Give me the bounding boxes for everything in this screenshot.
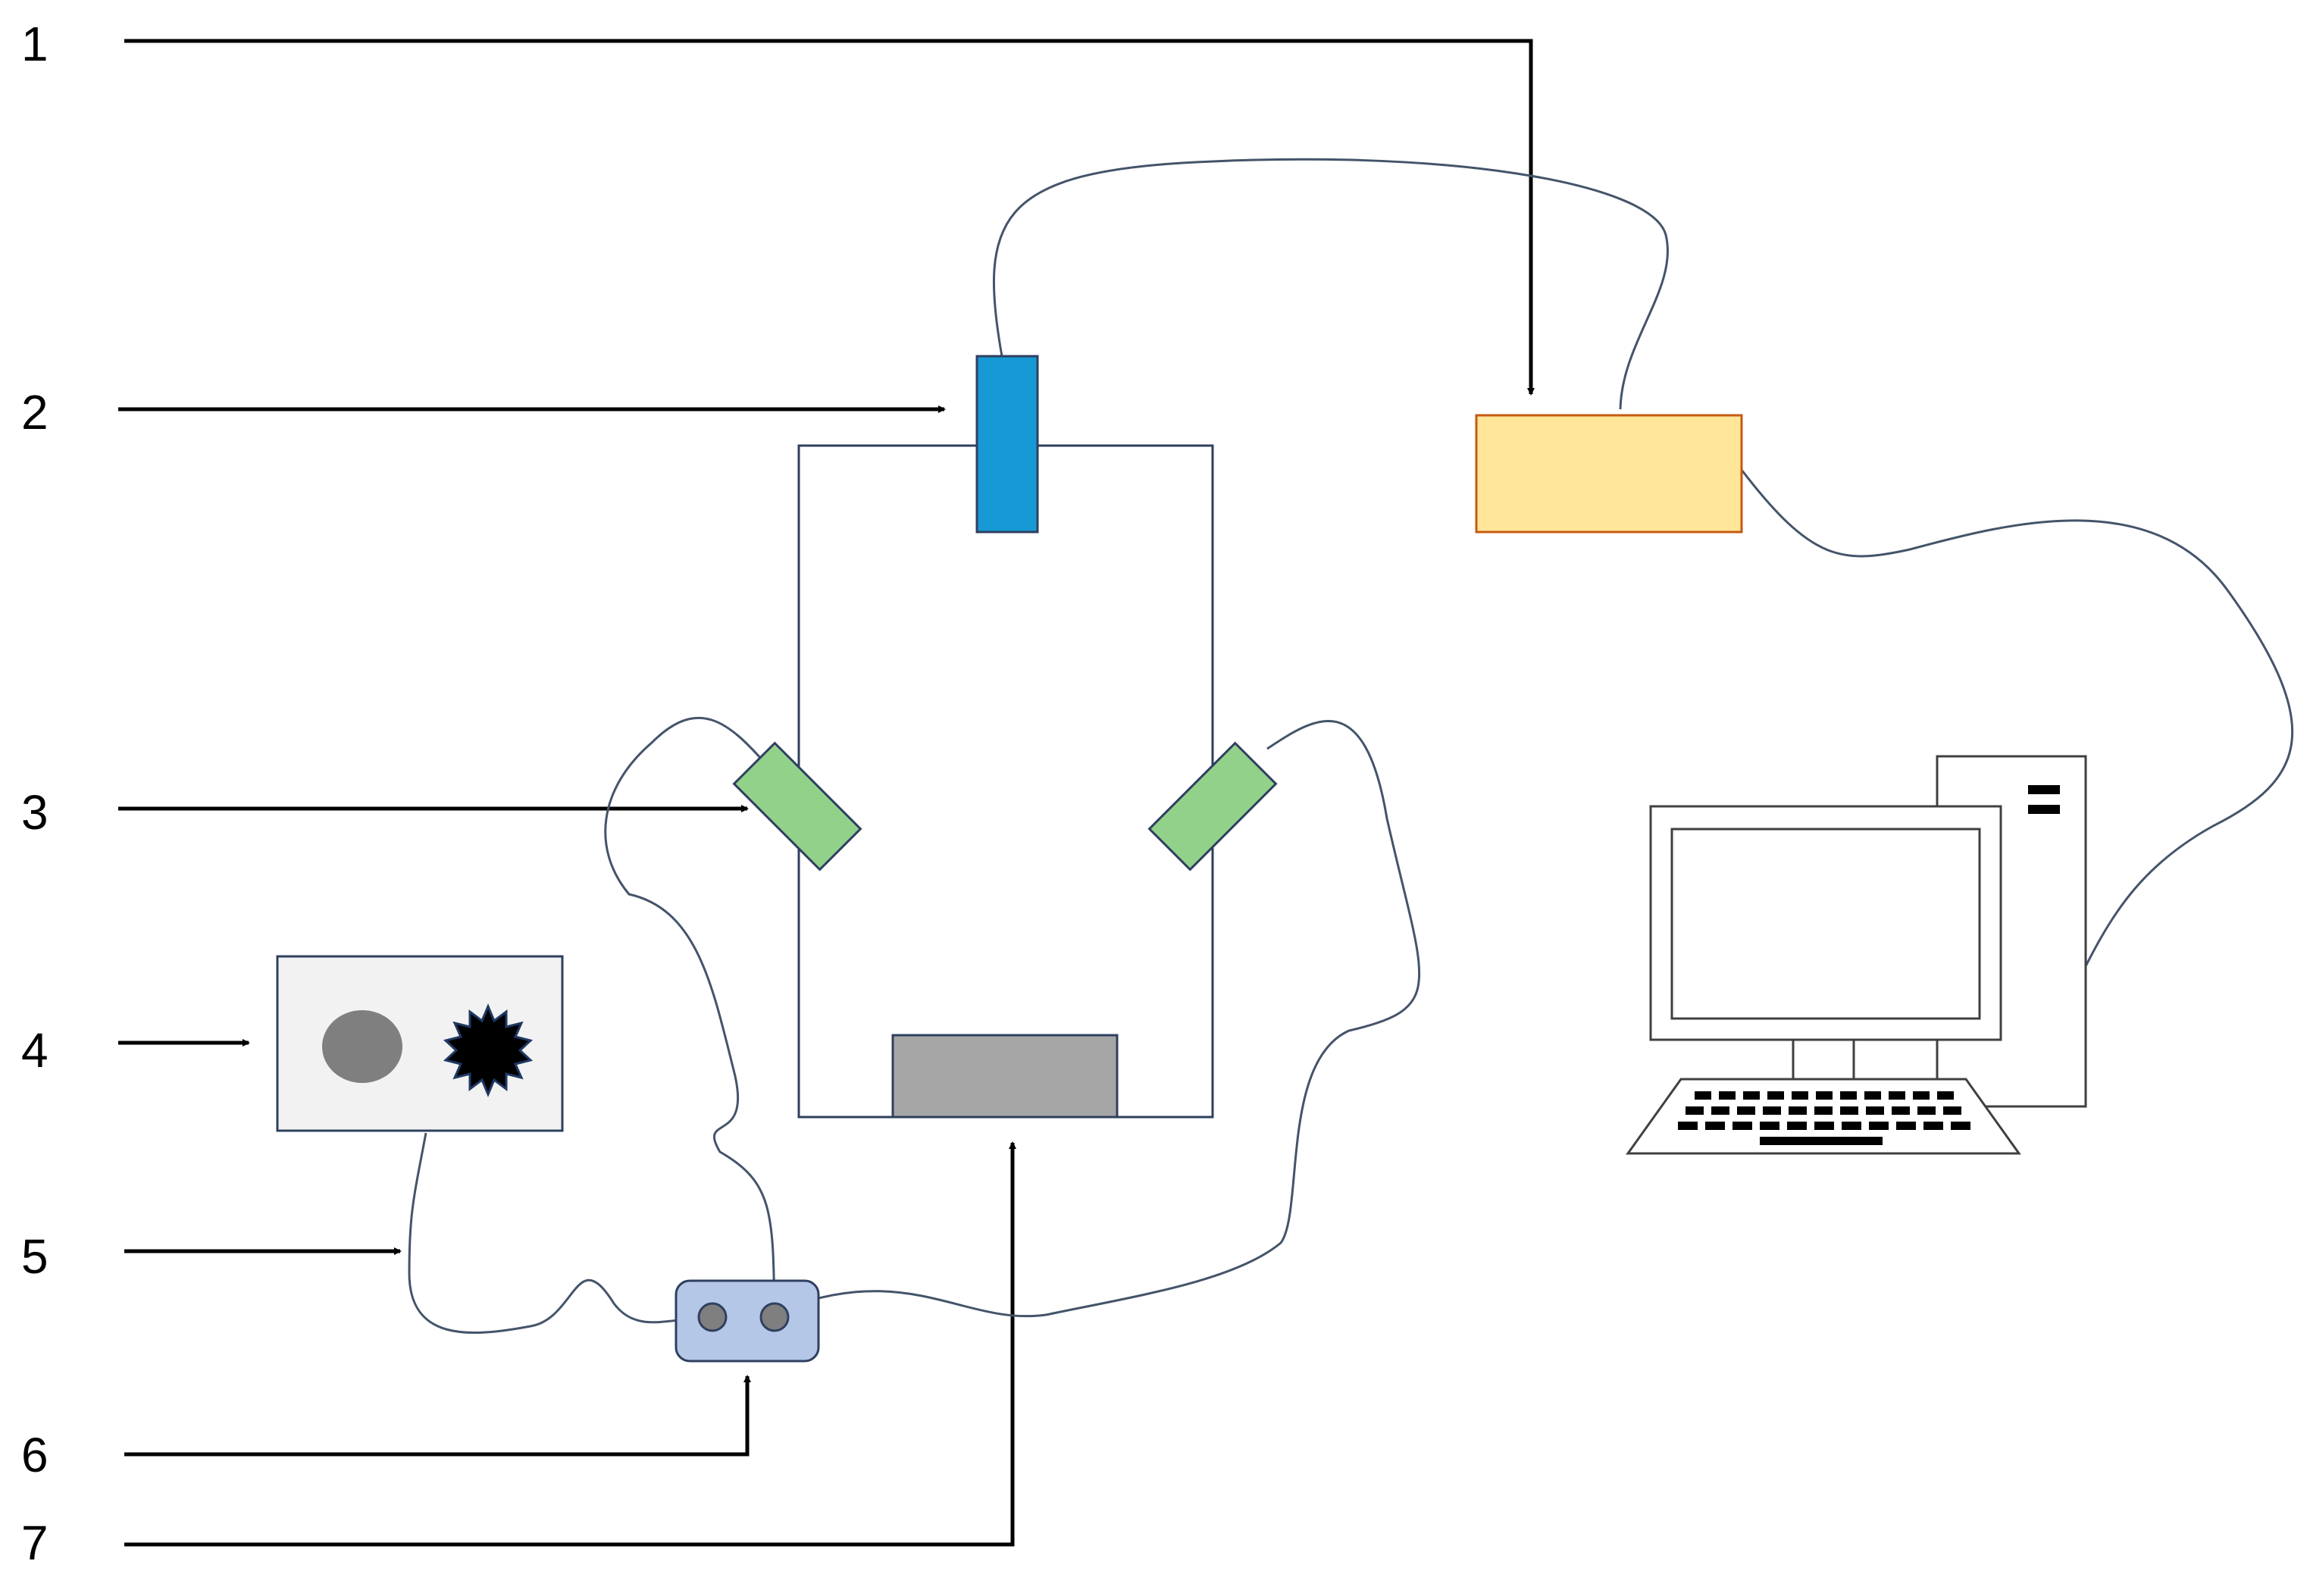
leader-line-6 — [124, 1375, 751, 1457]
tower-slot-1 — [2028, 785, 2060, 794]
label-1: 1 — [21, 17, 49, 71]
source-dot — [322, 1010, 402, 1083]
monitor-stand — [1792, 1037, 1855, 1081]
leader-line-1 — [124, 39, 1535, 396]
wire-amplifier-to-computer — [1740, 469, 2293, 967]
starburst-icon — [443, 1003, 534, 1097]
chamber — [797, 444, 1214, 1119]
amplifier-box — [1475, 414, 1743, 534]
left-side-sensor — [732, 741, 862, 872]
desktop-computer-icon — [1626, 755, 2087, 1155]
wire-left-sensor-to-connector — [604, 716, 776, 1313]
monitor-screen — [1670, 828, 1981, 1020]
wire-source-to-connector — [408, 1132, 713, 1335]
top-sensor — [975, 355, 1039, 534]
label-5: 5 — [21, 1229, 49, 1284]
right-side-sensor — [1147, 741, 1278, 872]
tower-slot-2 — [2028, 805, 2060, 814]
label-6: 6 — [21, 1428, 49, 1482]
connector-port-right — [759, 1302, 790, 1332]
wire-top-sensor-to-amplifier — [992, 158, 1669, 410]
label-4: 4 — [21, 1023, 49, 1078]
keyboard-keys — [1678, 1091, 1970, 1145]
label-2: 2 — [21, 385, 49, 440]
wire-right-sensor-to-connector — [774, 720, 1421, 1318]
connector-box — [675, 1279, 820, 1363]
leader-line-7 — [124, 1141, 1016, 1547]
label-3: 3 — [21, 785, 49, 840]
base-block — [891, 1034, 1119, 1119]
label-7: 7 — [21, 1516, 49, 1570]
source-box — [276, 955, 564, 1132]
connector-port-left — [697, 1302, 728, 1332]
